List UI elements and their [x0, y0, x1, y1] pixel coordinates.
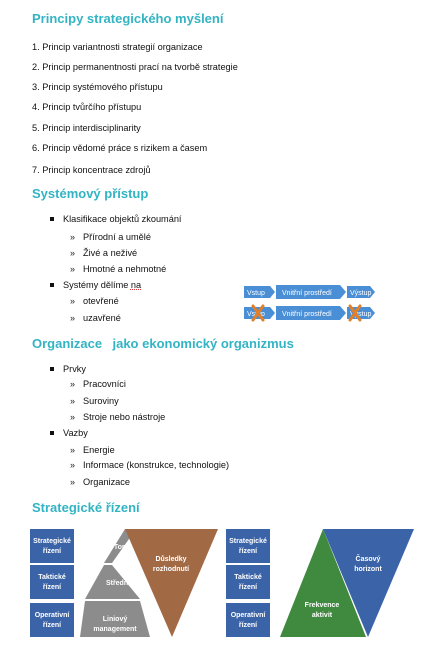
bullet-square-icon: [50, 430, 54, 435]
svg-text:Vnitřní prostředí: Vnitřní prostředí: [282, 290, 332, 297]
pyramid-bottom: [80, 601, 150, 637]
chevron-right-icon: »: [70, 477, 76, 487]
open-system-row: Vstup Vnitřní prostředí Výstup: [244, 285, 375, 299]
bullet-systems: Systémy dělíme na: [50, 280, 141, 290]
svg-text:Liniový: Liniový: [103, 616, 128, 623]
chevron-right-icon: »: [70, 313, 76, 323]
organization-heading: Organizacejako ekonomický organizmus: [32, 336, 294, 351]
svg-text:management: management: [93, 626, 137, 633]
sub-bullet: »Organizace: [70, 477, 130, 487]
svg-text:Časový: Časový: [356, 554, 381, 563]
sub-bullet: »Energie: [70, 445, 123, 455]
sub-bullet: »Živé a neživé: [70, 248, 145, 258]
svg-text:řízení: řízení: [43, 622, 62, 629]
svg-text:Důsledky: Důsledky: [155, 555, 186, 563]
sub-bullet: »uzavřené: [70, 313, 121, 323]
svg-text:rozhodnutí: rozhodnutí: [153, 566, 190, 573]
level-box: [30, 603, 74, 637]
svg-text:Výstup: Výstup: [350, 311, 372, 318]
level-box: [30, 529, 74, 563]
bullet-links: Vazby: [50, 428, 88, 438]
chevron-right-icon: »: [70, 379, 76, 389]
chevron-right-icon: »: [70, 396, 76, 406]
level-box: [30, 565, 74, 599]
principle-item: 5. Princip interdisciplinarity: [32, 123, 141, 133]
chevron-right-icon: »: [70, 296, 76, 306]
sub-bullet: »otevřené: [70, 296, 119, 306]
chevron-right-icon: »: [70, 264, 76, 274]
svg-text:řízení: řízení: [239, 584, 258, 591]
sub-bullet: »Suroviny: [70, 396, 119, 406]
principles-heading: Principy strategického myšlení: [32, 11, 224, 26]
chevron-right-icon: »: [70, 248, 76, 258]
pyramid-top: [104, 529, 136, 563]
svg-text:Operativní: Operativní: [35, 612, 71, 619]
svg-text:Střední: Střední: [106, 580, 131, 587]
svg-text:Operativní: Operativní: [231, 612, 267, 619]
svg-text:řízení: řízení: [43, 548, 62, 555]
principle-item: 7. Princip koncentrace zdrojů : [32, 165, 161, 175]
bullet-square-icon: [50, 366, 54, 371]
svg-text:Top: Top: [114, 544, 126, 551]
chevron-right-icon: »: [70, 232, 76, 242]
cross-icon: [251, 304, 265, 322]
svg-text:aktivit: aktivit: [312, 612, 333, 619]
principle-item: 1. Princip variantnosti strategií organi…: [32, 42, 203, 52]
time-horizon-triangle: [323, 529, 414, 637]
svg-text:Taktické: Taktické: [234, 574, 262, 581]
consequences-triangle: [125, 529, 218, 637]
principle-item: 3. Princip systémového přístupu: [32, 82, 163, 92]
sub-bullet: »Hmotné a nehmotné: [70, 264, 167, 274]
svg-text:Výstup: Výstup: [350, 290, 372, 297]
svg-text:Vnitřní prostředí: Vnitřní prostředí: [282, 311, 332, 318]
sub-bullet: »Informace (konstrukce, technologie): [70, 460, 230, 470]
bullet-classification: Klasifikace objektů zkoumání: [50, 214, 181, 224]
svg-text:řízení: řízení: [239, 622, 258, 629]
sub-bullet: »Stroje nebo nástroje: [70, 412, 166, 422]
bullet-square-icon: [50, 216, 54, 221]
bullet-square-icon: [50, 282, 54, 287]
svg-text:Vstup: Vstup: [247, 290, 265, 297]
svg-text:horizont: horizont: [354, 566, 382, 573]
system-diagram: Vstup Vnitřní prostředí Výstup Vstup Vni…: [244, 285, 375, 322]
frequency-triangle: [280, 529, 366, 637]
principle-item: 4. Princip tvůrčího přístupu: [32, 102, 142, 112]
chevron-right-icon: »: [70, 445, 76, 455]
level-label: Strategické: [33, 538, 71, 545]
svg-text:Frekvence: Frekvence: [305, 602, 340, 609]
svg-text:řízení: řízení: [239, 548, 258, 555]
svg-text:Taktické: Taktické: [38, 574, 66, 581]
chevron-right-icon: »: [70, 460, 76, 470]
chevron-right-icon: »: [70, 412, 76, 422]
principle-item: 6. Princip vědomé práce s rizikem a čase…: [32, 143, 208, 153]
management-heading: Strategické řízení: [32, 500, 140, 515]
bullet-elements: Prvky: [50, 363, 93, 375]
management-pyramid-diagram: Strategické řízení Taktické řízení Opera…: [30, 529, 218, 637]
closed-system-row: Vstup Vnitřní prostředí Výstup: [244, 304, 375, 322]
principle-item: 2. Princip permanentnosti prací na tvorb…: [32, 62, 238, 72]
svg-text:Strategické: Strategické: [229, 538, 267, 545]
sub-bullet: »Pracovníci: [70, 379, 126, 389]
system-heading: Systémový přístup: [32, 186, 149, 201]
frequency-horizon-diagram: Strategické řízení Taktické řízení Opera…: [226, 529, 414, 637]
pyramid-middle: [85, 565, 140, 599]
sub-bullet: »Přírodní a umělé: [70, 232, 159, 242]
cross-icon: [348, 304, 362, 322]
svg-text:řízení: řízení: [43, 584, 62, 591]
